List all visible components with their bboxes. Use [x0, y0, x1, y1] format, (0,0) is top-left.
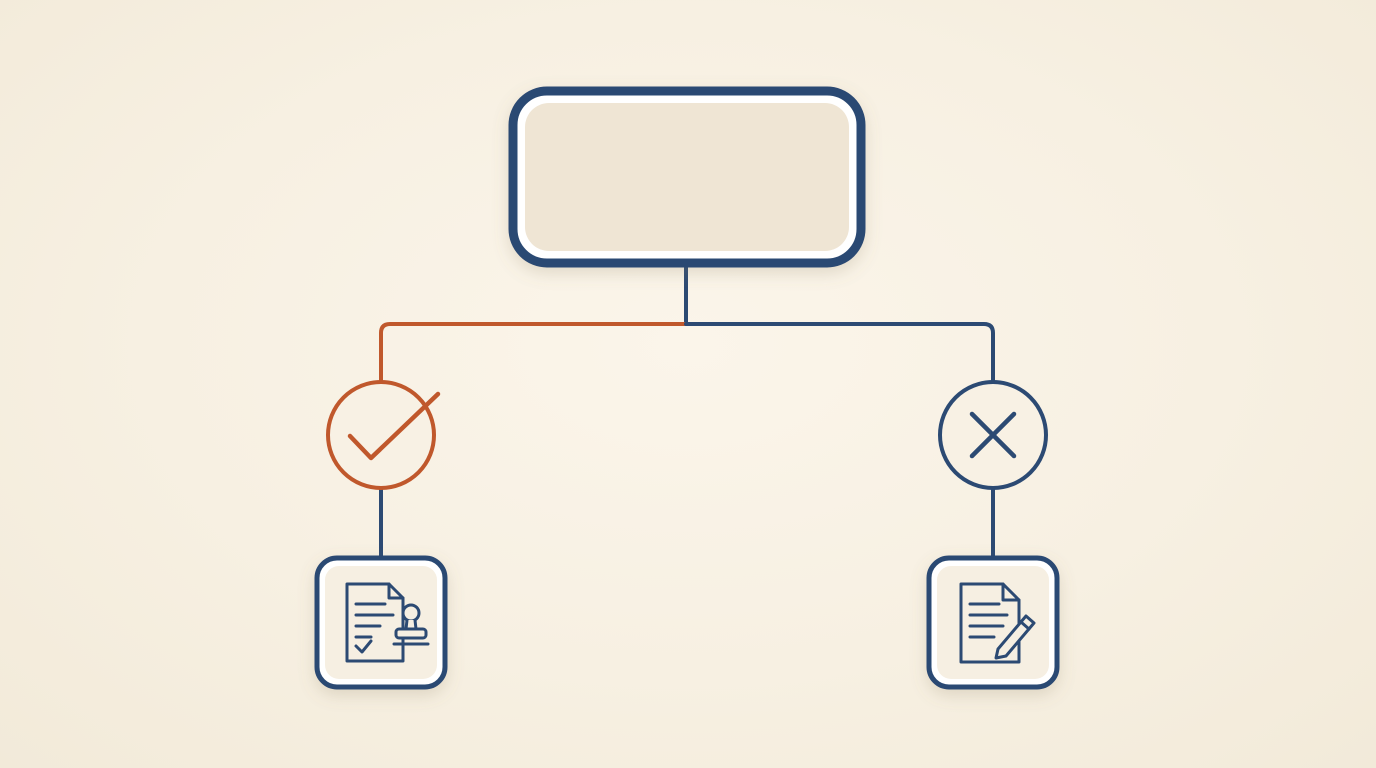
- rejected-result-card: [926, 555, 1060, 690]
- approve-indicator: [326, 380, 441, 490]
- reject-indicator: [938, 380, 1048, 490]
- checkmark-icon: [347, 391, 441, 461]
- approved-result-card: [314, 555, 448, 690]
- approve-branch-connector: [379, 322, 688, 384]
- root-node: [508, 86, 866, 268]
- edit-document-icon: [959, 582, 1036, 664]
- connectors: [379, 262, 995, 560]
- root-node-panel: [525, 103, 849, 251]
- stamped-document-icon: [345, 582, 430, 663]
- reject-branch-connector: [684, 322, 995, 384]
- x-mark-icon: [969, 411, 1017, 459]
